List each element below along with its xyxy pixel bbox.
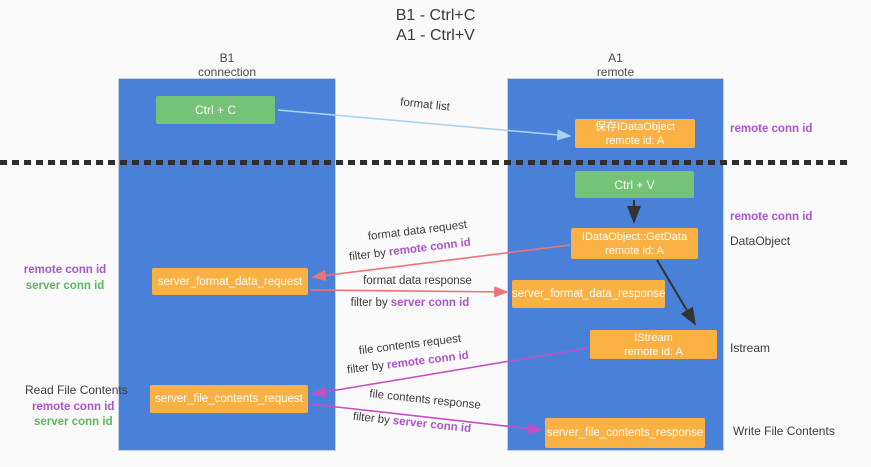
node-istream-line1: IStream [634,331,673,344]
lane-a1-subtitle: remote [596,65,635,79]
node-istream-line2: remote id: A [624,345,683,358]
lane-a1-title: A1 [608,51,623,65]
filter-key-server-conn-id: server conn id [390,297,470,309]
node-server-format-data-response-label: server_format_data_response [512,288,666,300]
lane-b1-subtitle: connection [197,65,257,79]
annotation-remote-conn-id-bottom-left: remote conn id [32,401,115,413]
phase-separator-dashed-line [0,160,847,165]
label-file-contents-response: file contents response [350,386,500,414]
node-saved-idataobject-line2: remote id: A [605,134,665,147]
annotation-remote-conn-id-top-left: remote conn id [23,264,107,276]
node-server-file-contents-response-label: server_file_contents_response [546,427,704,439]
label-format-list-text: format list [399,96,451,114]
node-ctrl-v-label: Ctrl + V [614,177,655,192]
node-ctrl-v: Ctrl + V [575,171,694,198]
annotation-server-conn-id-bottom-left: server conn id [34,416,113,428]
label-file-contents-response-text: file contents response [368,388,482,412]
annotation-server-conn-id-top-left: server conn id [25,280,105,292]
annotation-remote-conn-id-top-right: remote conn id [730,123,813,135]
filter-prefix: filter by [352,410,391,427]
annotation-write-file-contents: Write File Contents [733,424,835,438]
node-server-format-data-request: server_format_data_request [152,268,308,295]
node-server-format-data-request-label: server_format_data_request [157,275,303,288]
annotation-istream: Istream [730,341,771,355]
label-format-data-response: format data response [345,275,490,287]
format-data-response-arrow [309,286,509,298]
label-format-data-response-text: format data response [363,275,472,287]
lane-header-b1-connection: B1 connection [119,51,335,79]
node-idataobject-getdata: IDataObject::GetData remote id: A [571,228,698,259]
filter-key-remote-conn-id: remote conn id [386,349,470,372]
filter-key-remote-conn-id: remote conn id [388,236,472,259]
node-istream: IStream remote id: A [590,330,717,359]
diagram-title-line1: B1 - Ctrl+C [395,7,476,24]
diagram-title-line2: A1 - Ctrl+V [396,27,475,44]
filter-prefix: filter by [346,359,385,377]
filter-prefix: filter by [350,297,388,309]
label-format-list: format list [380,94,471,115]
diagram-title: B1 - Ctrl+C A1 - Ctrl+V [0,6,871,46]
filter-prefix: filter by [348,246,387,264]
filter-key-server-conn-id: server conn id [392,415,472,436]
annotation-read-file-contents: Read File Contents [25,383,128,397]
node-server-format-data-response: server_format_data_response [512,280,665,308]
node-saved-idataobject: 保存IDataObject remote id: A [575,119,695,148]
node-idataobject-getdata-line1: IDataObject::GetData [581,230,688,243]
node-server-file-contents-request: server_file_contents_request [150,385,308,413]
node-saved-idataobject-line1: 保存IDataObject [594,120,676,133]
lane-header-a1-remote: A1 remote [508,51,723,79]
lane-b1-title: B1 [219,51,235,65]
node-server-file-contents-response: server_file_contents_response [545,418,705,448]
node-server-file-contents-request-label: server_file_contents_request [155,393,303,405]
annotation-remote-conn-id-mid-right: remote conn id [730,211,813,223]
node-idataobject-getdata-line2: remote id: A [605,244,664,257]
node-ctrl-c-label: Ctrl + C [194,103,236,117]
node-ctrl-c: Ctrl + C [156,96,275,124]
annotation-dataobject: DataObject [730,234,791,248]
